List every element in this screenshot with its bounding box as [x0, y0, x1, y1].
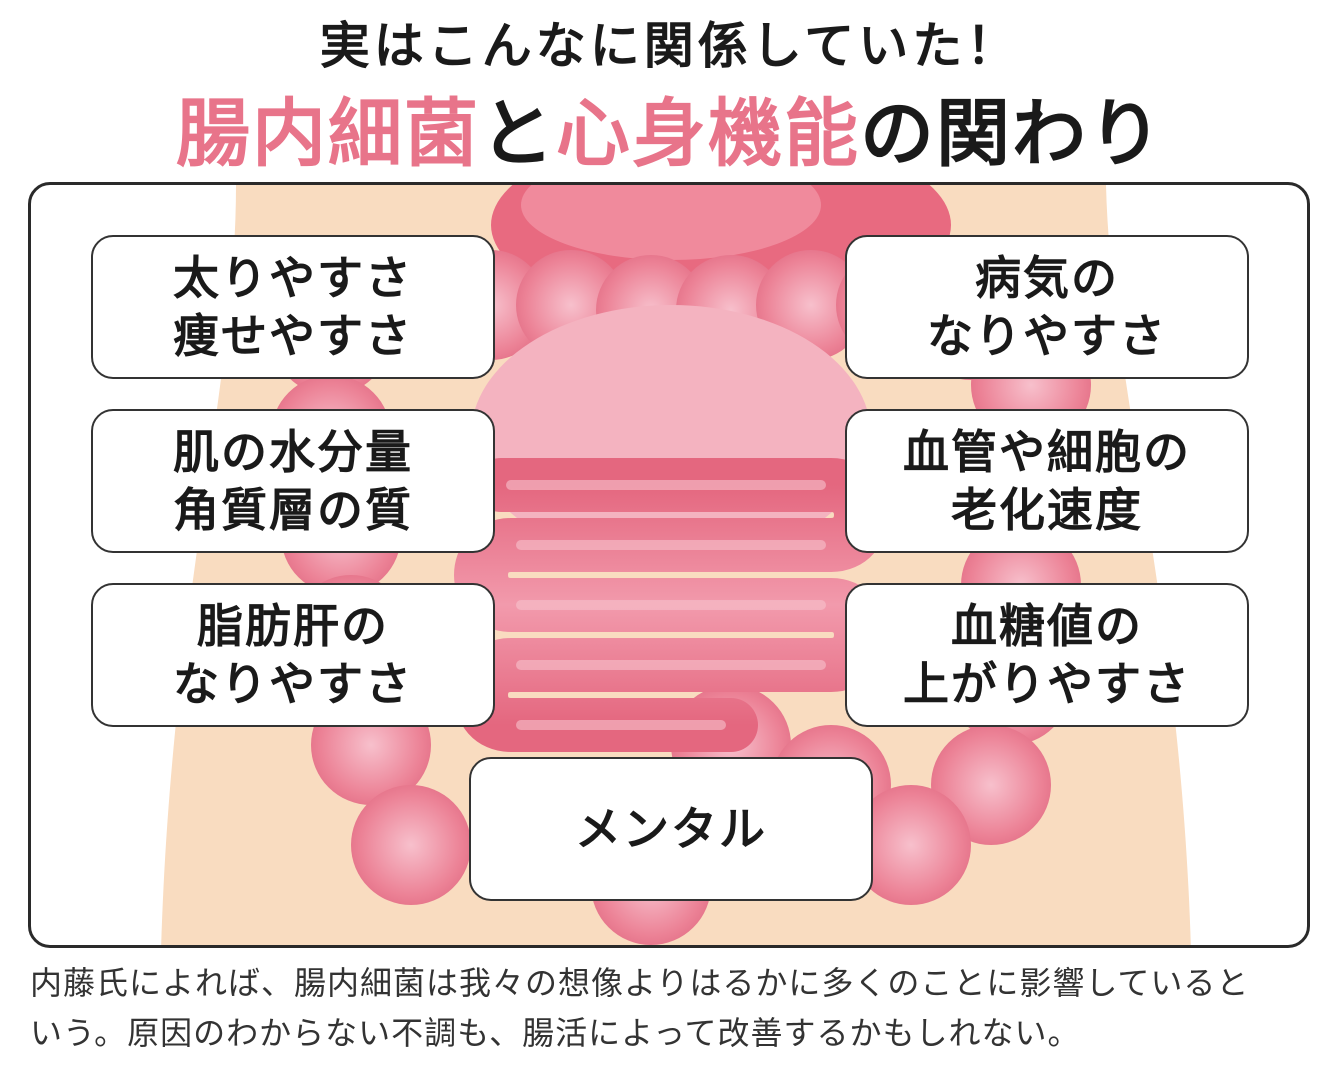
title-line-2: 腸内細菌と心身機能の関わり [0, 74, 1340, 181]
title-part-relation: の関わり [860, 91, 1164, 177]
box-fatty-liver-line1: 脂肪肝の [197, 599, 389, 653]
title-line-1: 実はこんなに関係していた！ [319, 17, 1021, 75]
box-mental: メンタル [469, 757, 873, 901]
box-blood-sugar: 血糖値の 上がりやすさ [845, 583, 1249, 727]
box-illness-line2: なりやすさ [927, 309, 1167, 363]
box-aging-line2: 老化速度 [951, 483, 1143, 537]
box-fatty-liver: 脂肪肝の なりやすさ [91, 583, 495, 727]
title-part-to: と [480, 91, 556, 177]
caption-line-1: 内藤氏によれば、腸内細菌は我々の想像よりはるかに多くのことに影響していると [30, 964, 1250, 1002]
box-skin: 肌の水分量 角質層の質 [91, 409, 495, 553]
box-aging: 血管や細胞の 老化速度 [845, 409, 1249, 553]
box-illness-line1: 病気の [975, 251, 1119, 305]
box-aging-line1: 血管や細胞の [903, 425, 1191, 479]
caption: 内藤氏によれば、腸内細菌は我々の想像よりはるかに多くのことに影響していると いう… [30, 958, 1320, 1058]
box-illness: 病気の なりやすさ [845, 235, 1249, 379]
caption-line-2: いう。原因のわからない不調も、腸活によって改善するかもしれない。 [30, 1014, 1081, 1052]
box-skin-line2: 角質層の質 [173, 483, 413, 537]
box-blood-sugar-line2: 上がりやすさ [903, 657, 1191, 711]
box-blood-sugar-line1: 血糖値の [951, 599, 1143, 653]
box-skin-line1: 肌の水分量 [173, 425, 413, 479]
box-mental-line1: メンタル [575, 802, 767, 856]
title-part-gut-bacteria: 腸内細菌 [176, 91, 480, 177]
box-weight-line2: 痩せやすさ [173, 309, 413, 363]
diagram-frame: 太りやすさ 痩せやすさ 肌の水分量 角質層の質 脂肪肝の なりやすさ 病気の な… [28, 182, 1310, 948]
box-weight-line1: 太りやすさ [173, 251, 413, 305]
title-part-mind-body: 心身機能 [556, 91, 860, 177]
box-fatty-liver-line2: なりやすさ [173, 657, 413, 711]
box-weight: 太りやすさ 痩せやすさ [91, 235, 495, 379]
